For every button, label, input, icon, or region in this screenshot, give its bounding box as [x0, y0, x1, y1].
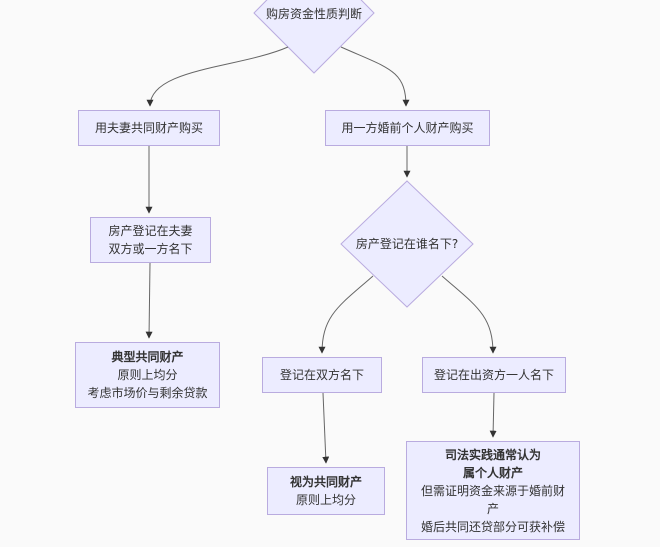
- edge-who-to-funder: [441, 275, 497, 354]
- node-title-line: 属个人财产: [462, 465, 523, 480]
- node-label-line: 原则上均分: [117, 368, 178, 382]
- decision-label-who-registered: 房产登记在谁名下?: [355, 237, 459, 251]
- node-label: 用夫妻共同财产购买: [94, 121, 203, 135]
- node-title: 视为共同财产: [289, 475, 362, 489]
- node-typical-joint-property: 典型共同财产 原则上均分 考虑市场价与剩余贷款: [75, 342, 220, 408]
- node-deemed-joint-property: 视为共同财产 原则上均分: [267, 467, 385, 515]
- node-label-line: 产: [486, 501, 499, 516]
- node-label-line: 婚后共同还贷部分可获补偿: [420, 519, 565, 534]
- edge-root-to-joint: [146, 46, 289, 107]
- node-label-line: 双方或一方名下: [108, 242, 193, 256]
- node-label-line: 但需证明资金来源于婚前财: [420, 483, 565, 498]
- node-label: 登记在出资方一人名下: [433, 368, 554, 382]
- node-registered-couple: 房产登记在夫妻 双方或一方名下: [90, 217, 211, 263]
- node-premarital-purchase: 用一方婚前个人财产购买: [325, 110, 490, 146]
- edge-registered-couple-to-typical: [145, 262, 153, 339]
- node-label: 用一方婚前个人财产购买: [341, 121, 474, 135]
- node-label-line: 房产登记在夫妻: [108, 224, 193, 238]
- node-registered-funder: 登记在出资方一人名下: [422, 357, 566, 393]
- node-judicial-practice: 司法实践通常认为 属个人财产 但需证明资金来源于婚前财 产 婚后共同还贷部分可获…: [406, 441, 580, 540]
- node-label-line: 原则上均分: [295, 493, 356, 507]
- edge-funder-to-judicial: [489, 392, 497, 438]
- node-label-line: 考虑市场价与剩余贷款: [87, 386, 208, 400]
- decision-diamond-root: [253, 0, 375, 74]
- node-title-line: 司法实践通常认为: [444, 447, 541, 462]
- node-title: 典型共同财产: [111, 350, 184, 364]
- edge-who-to-both: [318, 275, 374, 354]
- decision-label-root: 购房资金性质判断: [265, 7, 362, 21]
- node-label: 登记在双方名下: [279, 368, 364, 382]
- decision-diamond-who-registered: [340, 180, 474, 308]
- node-joint-purchase: 用夫妻共同财产购买: [78, 110, 220, 146]
- edge-both-to-deemed-joint: [322, 392, 330, 464]
- node-registered-both: 登记在双方名下: [262, 357, 382, 393]
- edge-root-to-premarital: [340, 46, 410, 107]
